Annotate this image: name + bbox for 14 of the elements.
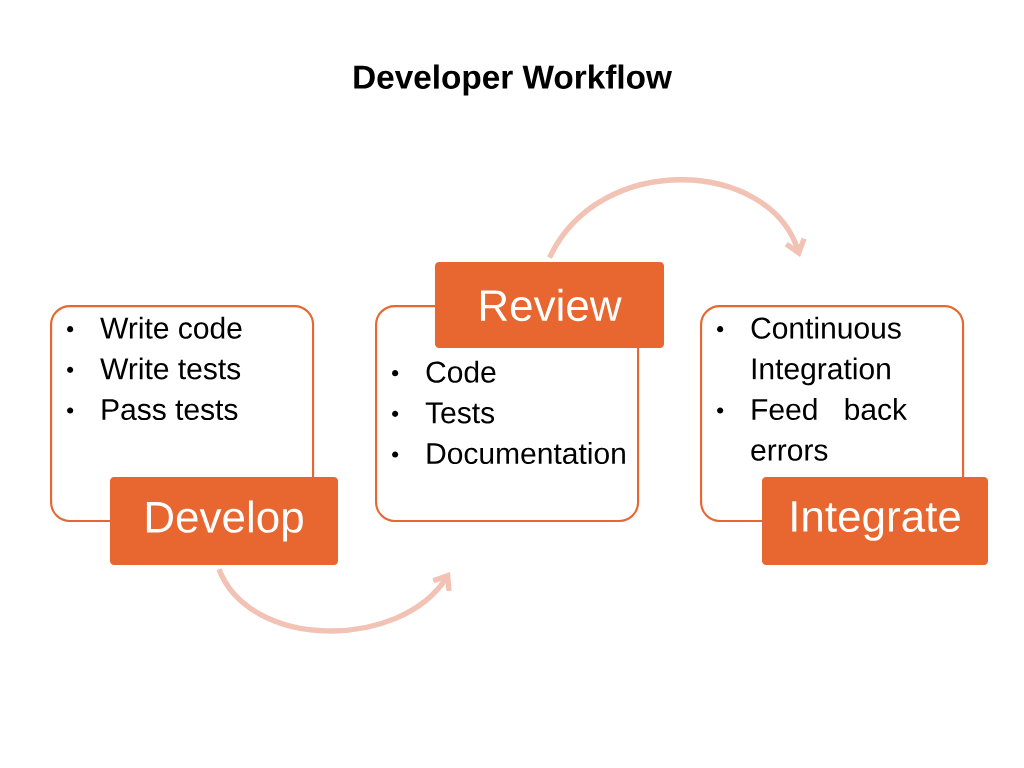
bullet-item: Continuous Integration xyxy=(717,316,901,386)
bullet-item: Documentation xyxy=(392,442,625,465)
curved-arrow xyxy=(547,177,807,260)
title: Developer Workflow xyxy=(354,64,672,96)
bullet-item: Feed back errors xyxy=(717,398,908,461)
label-tab: Review xyxy=(434,262,665,348)
bullet-item: Pass tests xyxy=(67,399,238,421)
label-tab: Integrate xyxy=(762,477,988,565)
bullet-item: Code xyxy=(392,360,496,383)
bullet-item: Write code xyxy=(67,316,242,339)
bullet-item: Tests xyxy=(392,402,495,424)
curved-arrow xyxy=(216,568,452,634)
label-tab: Develop xyxy=(110,477,338,565)
bullet-item: Write tests xyxy=(67,357,241,380)
